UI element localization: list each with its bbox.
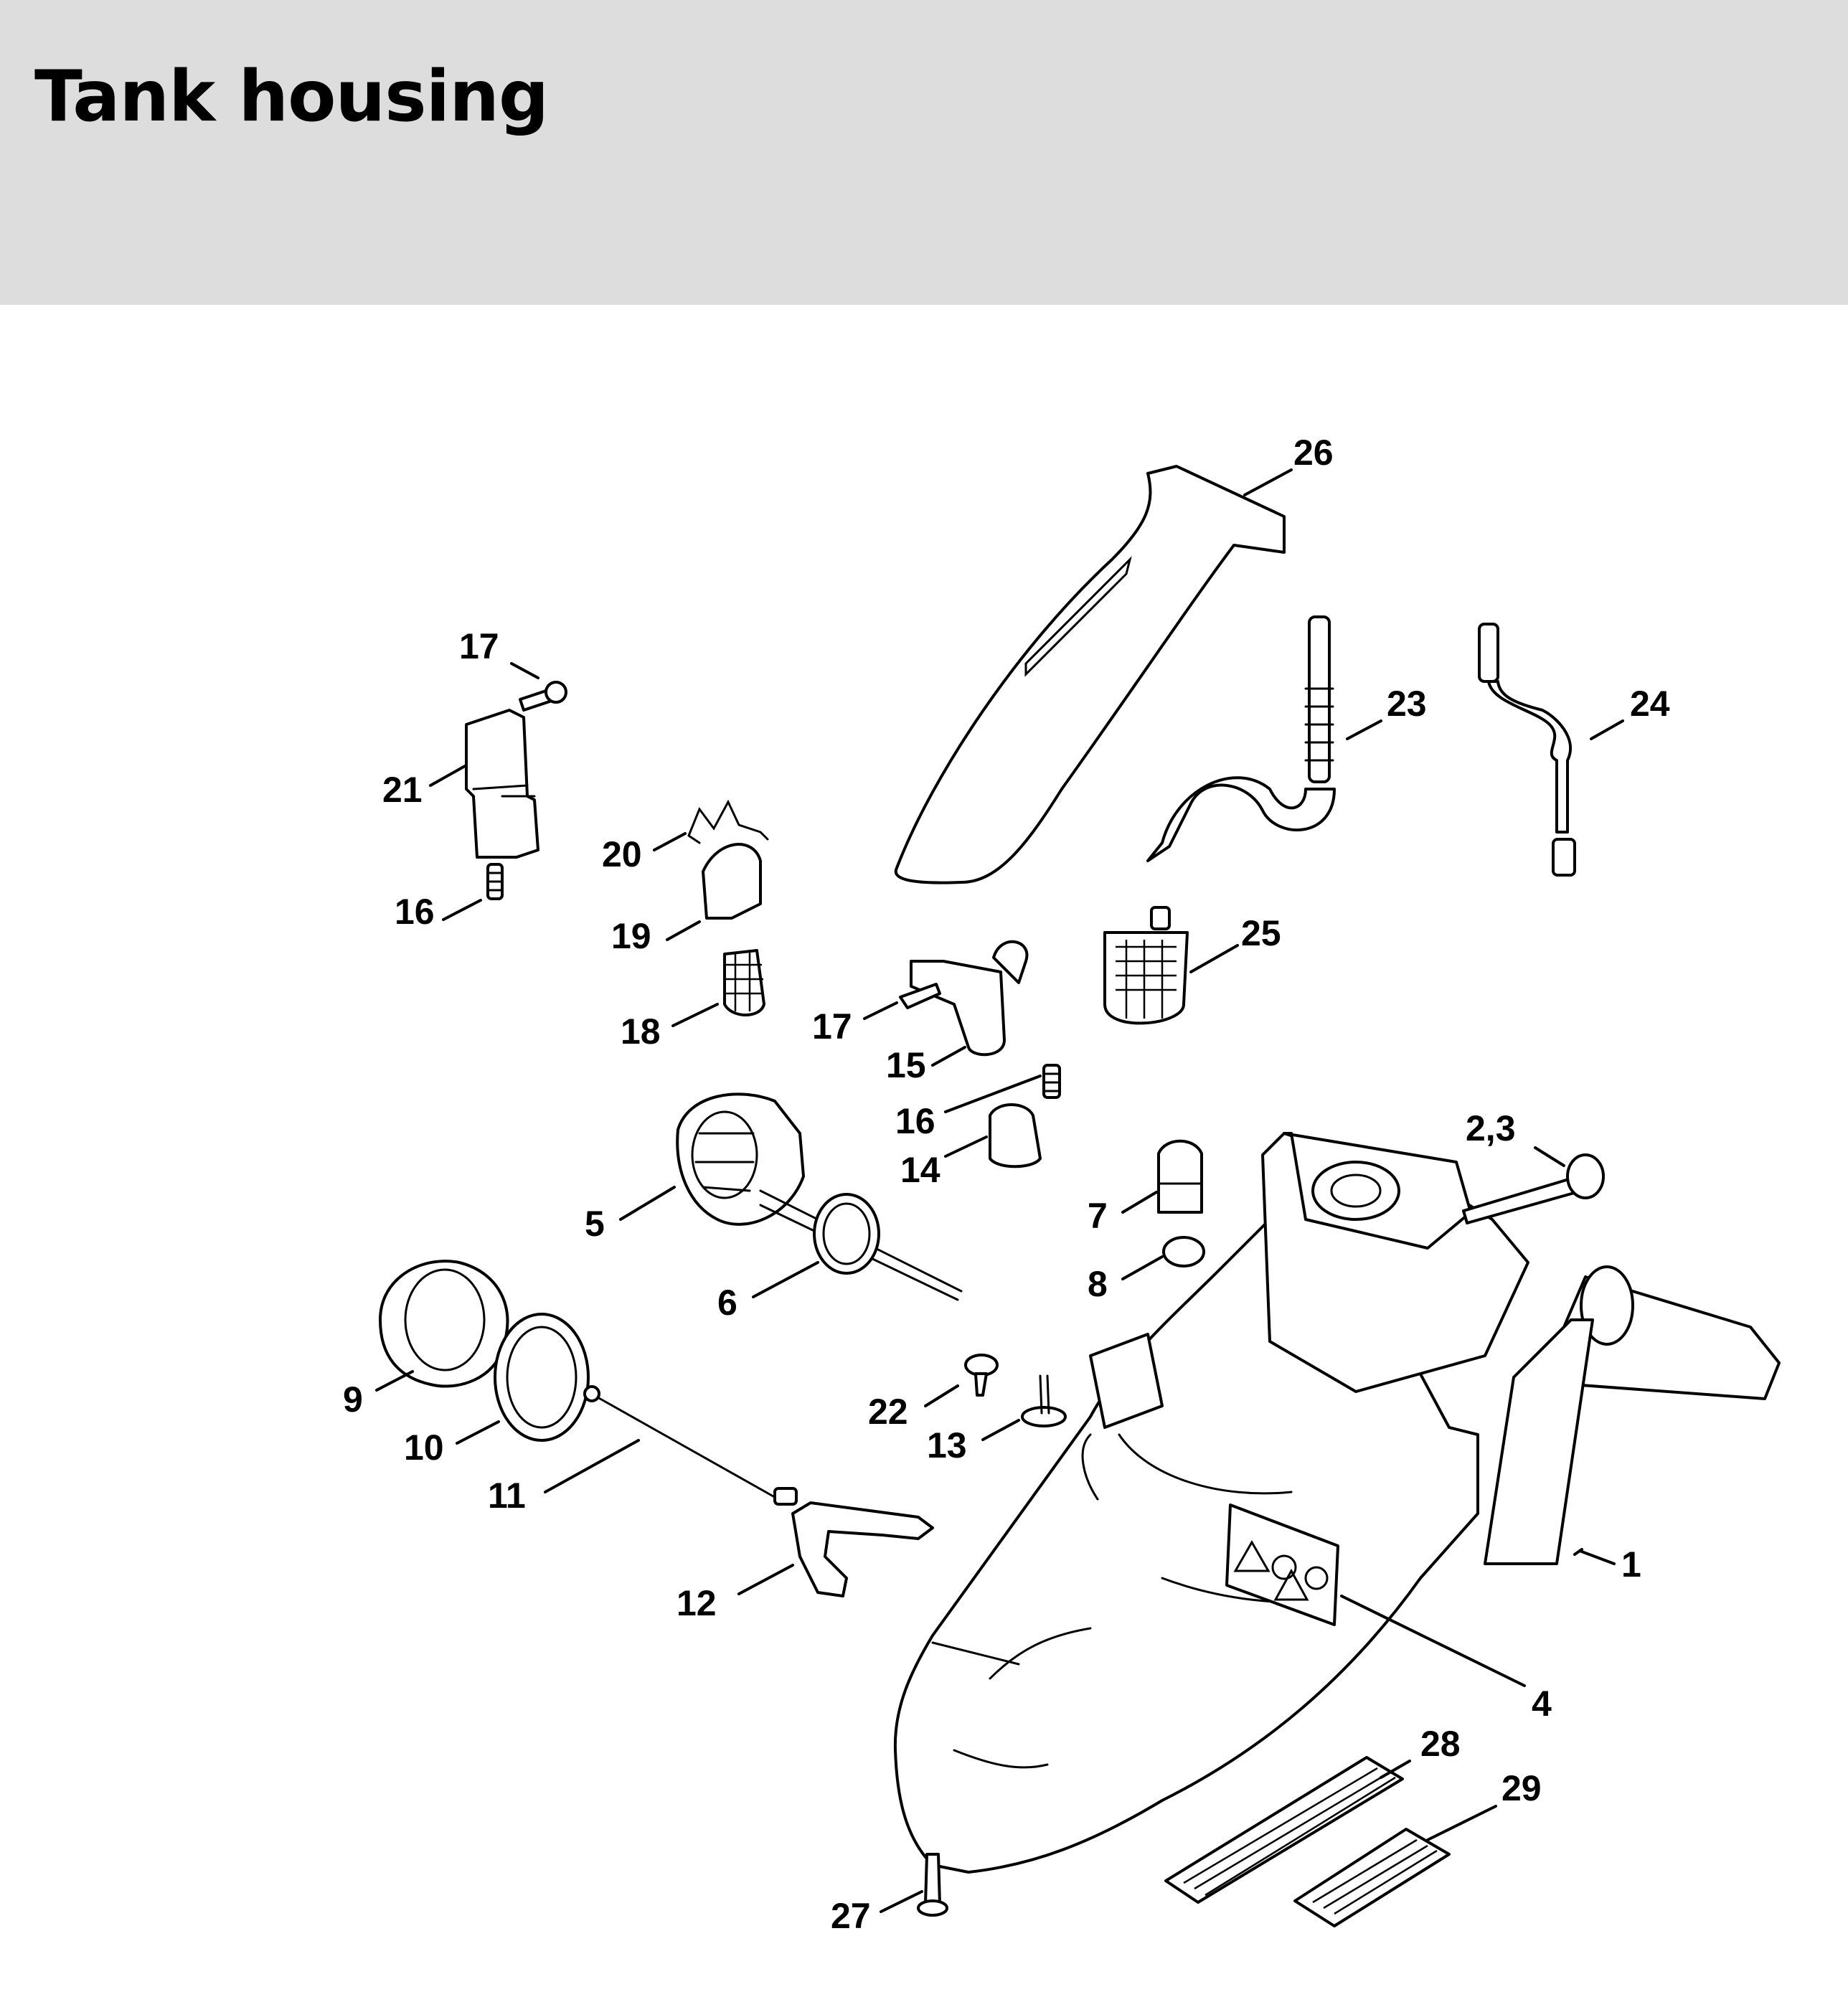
fuel-filter-part-25 (1103, 906, 1189, 1025)
label-part-16b: 16 (895, 1101, 935, 1141)
label-part-7: 7 (1088, 1196, 1108, 1236)
leader-lines (375, 468, 1624, 1913)
lever-part-12 (791, 1501, 934, 1597)
cap-nut-part-22 (964, 1354, 999, 1397)
label-part-17a: 17 (459, 626, 499, 666)
rubber-strip-part-28 (1164, 1756, 1404, 1904)
oil-pump-assembly-part-5 (676, 1092, 963, 1301)
oil-cap-part-9 (379, 1260, 509, 1388)
label-part-18: 18 (621, 1011, 661, 1052)
o-ring-part-10 (494, 1313, 590, 1442)
label-part-17b: 17 (812, 1006, 852, 1047)
bushing-part-19 (702, 843, 762, 920)
label-part-29: 29 (1502, 1768, 1542, 1808)
label-part-26: 26 (1293, 433, 1334, 473)
cover-part-21 (465, 709, 539, 859)
part-labels: 26 17 23 24 21 20 16 25 19 18 17 15 16 1… (343, 433, 1670, 1936)
label-part-15: 15 (886, 1045, 926, 1085)
screw-part-17a (519, 681, 567, 712)
label-part-22: 22 (868, 1392, 908, 1432)
label-part-13: 13 (927, 1425, 967, 1465)
label-part-9: 9 (343, 1379, 363, 1420)
spring-part-16b (1042, 1064, 1061, 1099)
label-part-16a: 16 (395, 892, 435, 932)
fuel-hose-part-23 (1146, 615, 1336, 862)
label-part-23: 23 (1387, 684, 1427, 724)
label-part-5: 5 (585, 1204, 605, 1244)
label-part-1: 1 (1621, 1544, 1641, 1585)
tank-housing-part-1 (893, 1132, 1781, 1874)
screw-part-17b (899, 983, 941, 1009)
warning-label-part-4 (1225, 1503, 1339, 1626)
label-part-8: 8 (1088, 1264, 1108, 1304)
spring-part-16a (486, 863, 504, 900)
screw-part-27 (917, 1853, 948, 1917)
page-title: Tank housing (34, 56, 549, 138)
fitting-part-7 (1157, 1139, 1203, 1214)
spring-clip-part-20 (687, 799, 769, 844)
label-part-27: 27 (831, 1896, 871, 1936)
label-part-21: 21 (382, 770, 423, 810)
label-part-19: 19 (611, 916, 651, 956)
pump-rod-part-11 (583, 1385, 798, 1506)
handle-cover-part-26 (894, 465, 1286, 884)
label-part-2-3: 2,3 (1466, 1108, 1516, 1148)
label-part-11: 11 (488, 1476, 526, 1516)
valve-part-13 (1021, 1374, 1067, 1427)
label-part-28: 28 (1420, 1724, 1461, 1764)
label-part-4: 4 (1532, 1684, 1552, 1724)
fuel-hose-part-24 (1478, 623, 1576, 877)
header-band: Tank housing (0, 0, 1848, 305)
rubber-strip-part-29 (1293, 1828, 1451, 1927)
o-ring-part-8 (1162, 1236, 1205, 1267)
label-part-25: 25 (1241, 913, 1281, 953)
gear-part-18 (723, 949, 765, 1016)
bolt-part-2-3 (1462, 1153, 1605, 1224)
label-part-10: 10 (404, 1427, 444, 1468)
label-part-20: 20 (602, 834, 642, 874)
label-part-6: 6 (717, 1283, 737, 1323)
cap-part-14 (989, 1103, 1042, 1169)
label-part-12: 12 (676, 1583, 717, 1623)
label-part-24: 24 (1630, 684, 1670, 724)
label-part-14: 14 (900, 1150, 940, 1190)
